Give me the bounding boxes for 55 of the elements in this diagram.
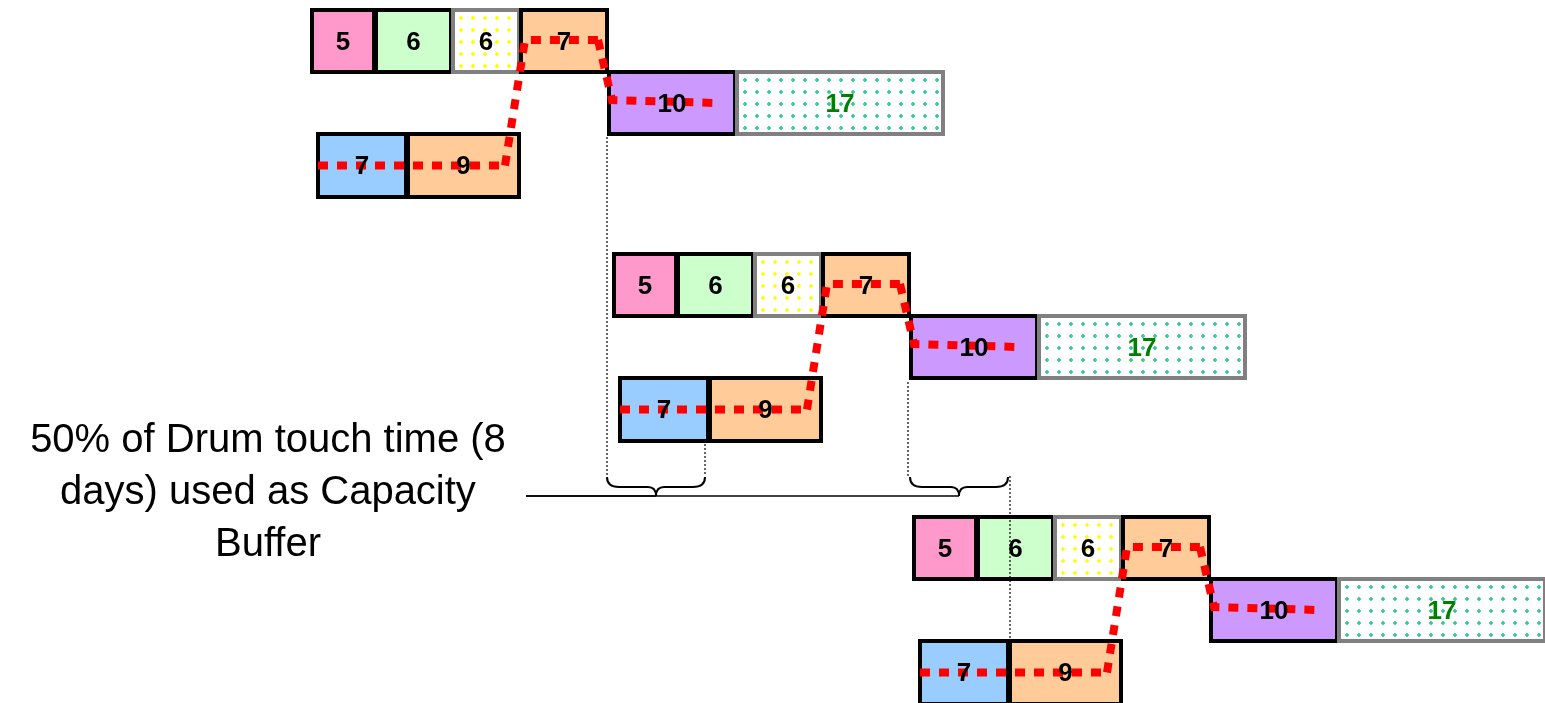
duration-label: 6 bbox=[478, 25, 494, 57]
task-box bbox=[374, 8, 453, 74]
task-box bbox=[676, 252, 755, 318]
duration-label: 7 bbox=[354, 150, 370, 181]
task-box bbox=[708, 376, 823, 443]
task-box bbox=[618, 376, 710, 443]
feeding-buffer-bar bbox=[451, 8, 521, 74]
duration-label: 7 bbox=[656, 394, 672, 425]
duration-label: 6 bbox=[780, 269, 796, 301]
duration-label: 5 bbox=[637, 269, 653, 301]
bracket bbox=[909, 476, 1009, 497]
task-box bbox=[821, 252, 911, 318]
duration-label: 17 bbox=[1127, 331, 1157, 363]
duration-label: 9 bbox=[1058, 657, 1073, 688]
task-box bbox=[406, 132, 521, 199]
leader-line bbox=[525, 495, 657, 497]
duration-label: 7 bbox=[858, 269, 874, 301]
duration-label: 10 bbox=[1259, 594, 1289, 626]
duration-label: 5 bbox=[937, 532, 953, 564]
duration-label: 5 bbox=[335, 25, 351, 57]
duration-label: 6 bbox=[1008, 532, 1023, 564]
annotation-text: 50% of Drum touch time (8 days) used as Capacity Buffer bbox=[10, 412, 526, 568]
feeding-buffer-bar bbox=[753, 252, 823, 318]
task-box bbox=[519, 8, 609, 74]
duration-label: 9 bbox=[456, 150, 471, 181]
task-box bbox=[316, 132, 408, 199]
duration-label: 17 bbox=[1427, 594, 1457, 626]
critical-chain-line bbox=[501, 36, 598, 167]
task-box bbox=[1121, 515, 1211, 581]
task-box bbox=[918, 639, 1010, 703]
task-box bbox=[912, 515, 978, 581]
duration-label: 7 bbox=[956, 657, 972, 688]
task-box bbox=[607, 70, 737, 136]
project-buffer-bar bbox=[735, 70, 945, 136]
task-box bbox=[612, 252, 678, 318]
duration-label: 6 bbox=[708, 269, 723, 301]
project-buffer-bar bbox=[1037, 314, 1247, 380]
project-buffer-bar bbox=[1337, 577, 1545, 643]
duration-label: 17 bbox=[825, 87, 855, 119]
task-box bbox=[909, 314, 1039, 380]
duration-label: 6 bbox=[406, 25, 421, 57]
duration-label: 7 bbox=[1158, 532, 1174, 564]
duration-label: 10 bbox=[657, 87, 687, 119]
task-box bbox=[1008, 639, 1123, 703]
task-box bbox=[976, 515, 1055, 581]
task-box bbox=[310, 8, 376, 74]
critical-chain-line bbox=[803, 280, 900, 411]
feeding-buffer-bar bbox=[1053, 515, 1123, 581]
duration-label: 9 bbox=[758, 394, 773, 425]
duration-label: 10 bbox=[959, 331, 989, 363]
critical-chain-line bbox=[1103, 543, 1200, 674]
task-box bbox=[1209, 577, 1339, 643]
bracket bbox=[606, 476, 706, 497]
duration-label: 6 bbox=[1080, 532, 1096, 564]
duration-label: 7 bbox=[556, 25, 572, 57]
